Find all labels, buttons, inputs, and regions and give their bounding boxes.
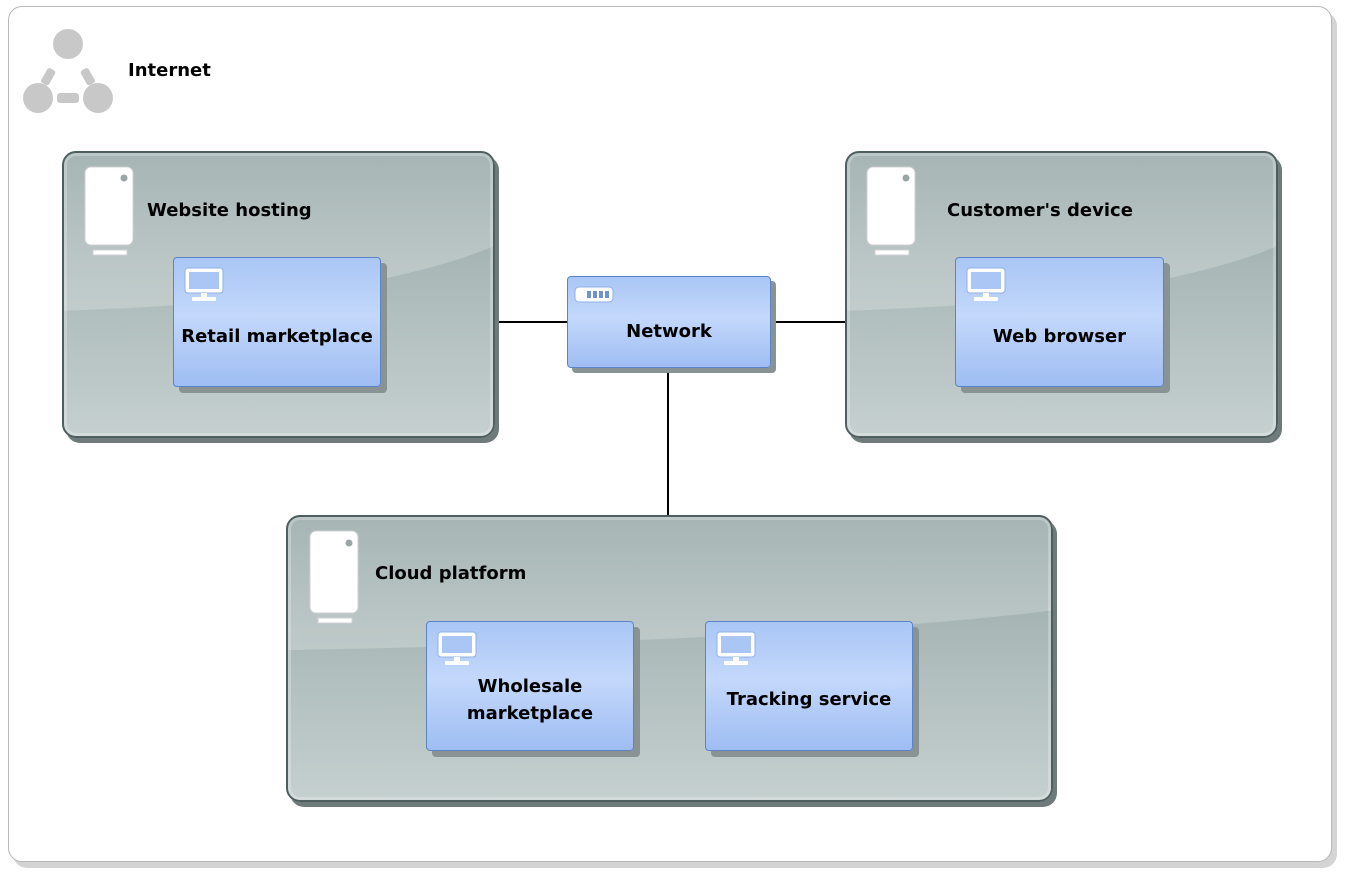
network-group-icon	[23, 29, 113, 113]
component-retail-marketplace[interactable]: Retail marketplace	[173, 257, 381, 387]
component-label: Tracking service	[726, 689, 892, 710]
server-icon	[309, 530, 359, 624]
network-device[interactable]: Network	[567, 276, 771, 368]
server-icon	[84, 166, 134, 256]
node-title-customers-device: Customer's device	[947, 200, 1133, 221]
node-sheen	[64, 153, 493, 311]
monitor-icon	[184, 267, 224, 301]
node-customers-device[interactable]	[845, 151, 1278, 438]
node-title-cloud-platform: Cloud platform	[375, 563, 527, 584]
component-tracking-service[interactable]: Tracking service	[705, 621, 913, 751]
network-device-icon	[574, 286, 614, 303]
node-sheen	[288, 517, 1051, 651]
component-label: Web browser	[992, 326, 1127, 347]
server-icon	[866, 166, 916, 256]
component-label-line1: Wholesale	[477, 676, 583, 697]
component-wholesale-marketplace[interactable]: Wholesale marketplace	[426, 621, 634, 751]
component-label-line2: marketplace	[466, 703, 594, 724]
node-title-website-hosting: Website hosting	[147, 200, 312, 221]
component-label: Retail marketplace	[181, 326, 373, 347]
monitor-icon	[716, 631, 756, 665]
monitor-icon	[437, 631, 477, 665]
internet-label: Internet	[128, 60, 211, 81]
network-label: Network	[626, 321, 712, 342]
monitor-icon	[966, 267, 1006, 301]
node-sheen	[847, 153, 1276, 311]
component-web-browser[interactable]: Web browser	[955, 257, 1164, 387]
node-cloud-platform[interactable]	[286, 515, 1053, 802]
